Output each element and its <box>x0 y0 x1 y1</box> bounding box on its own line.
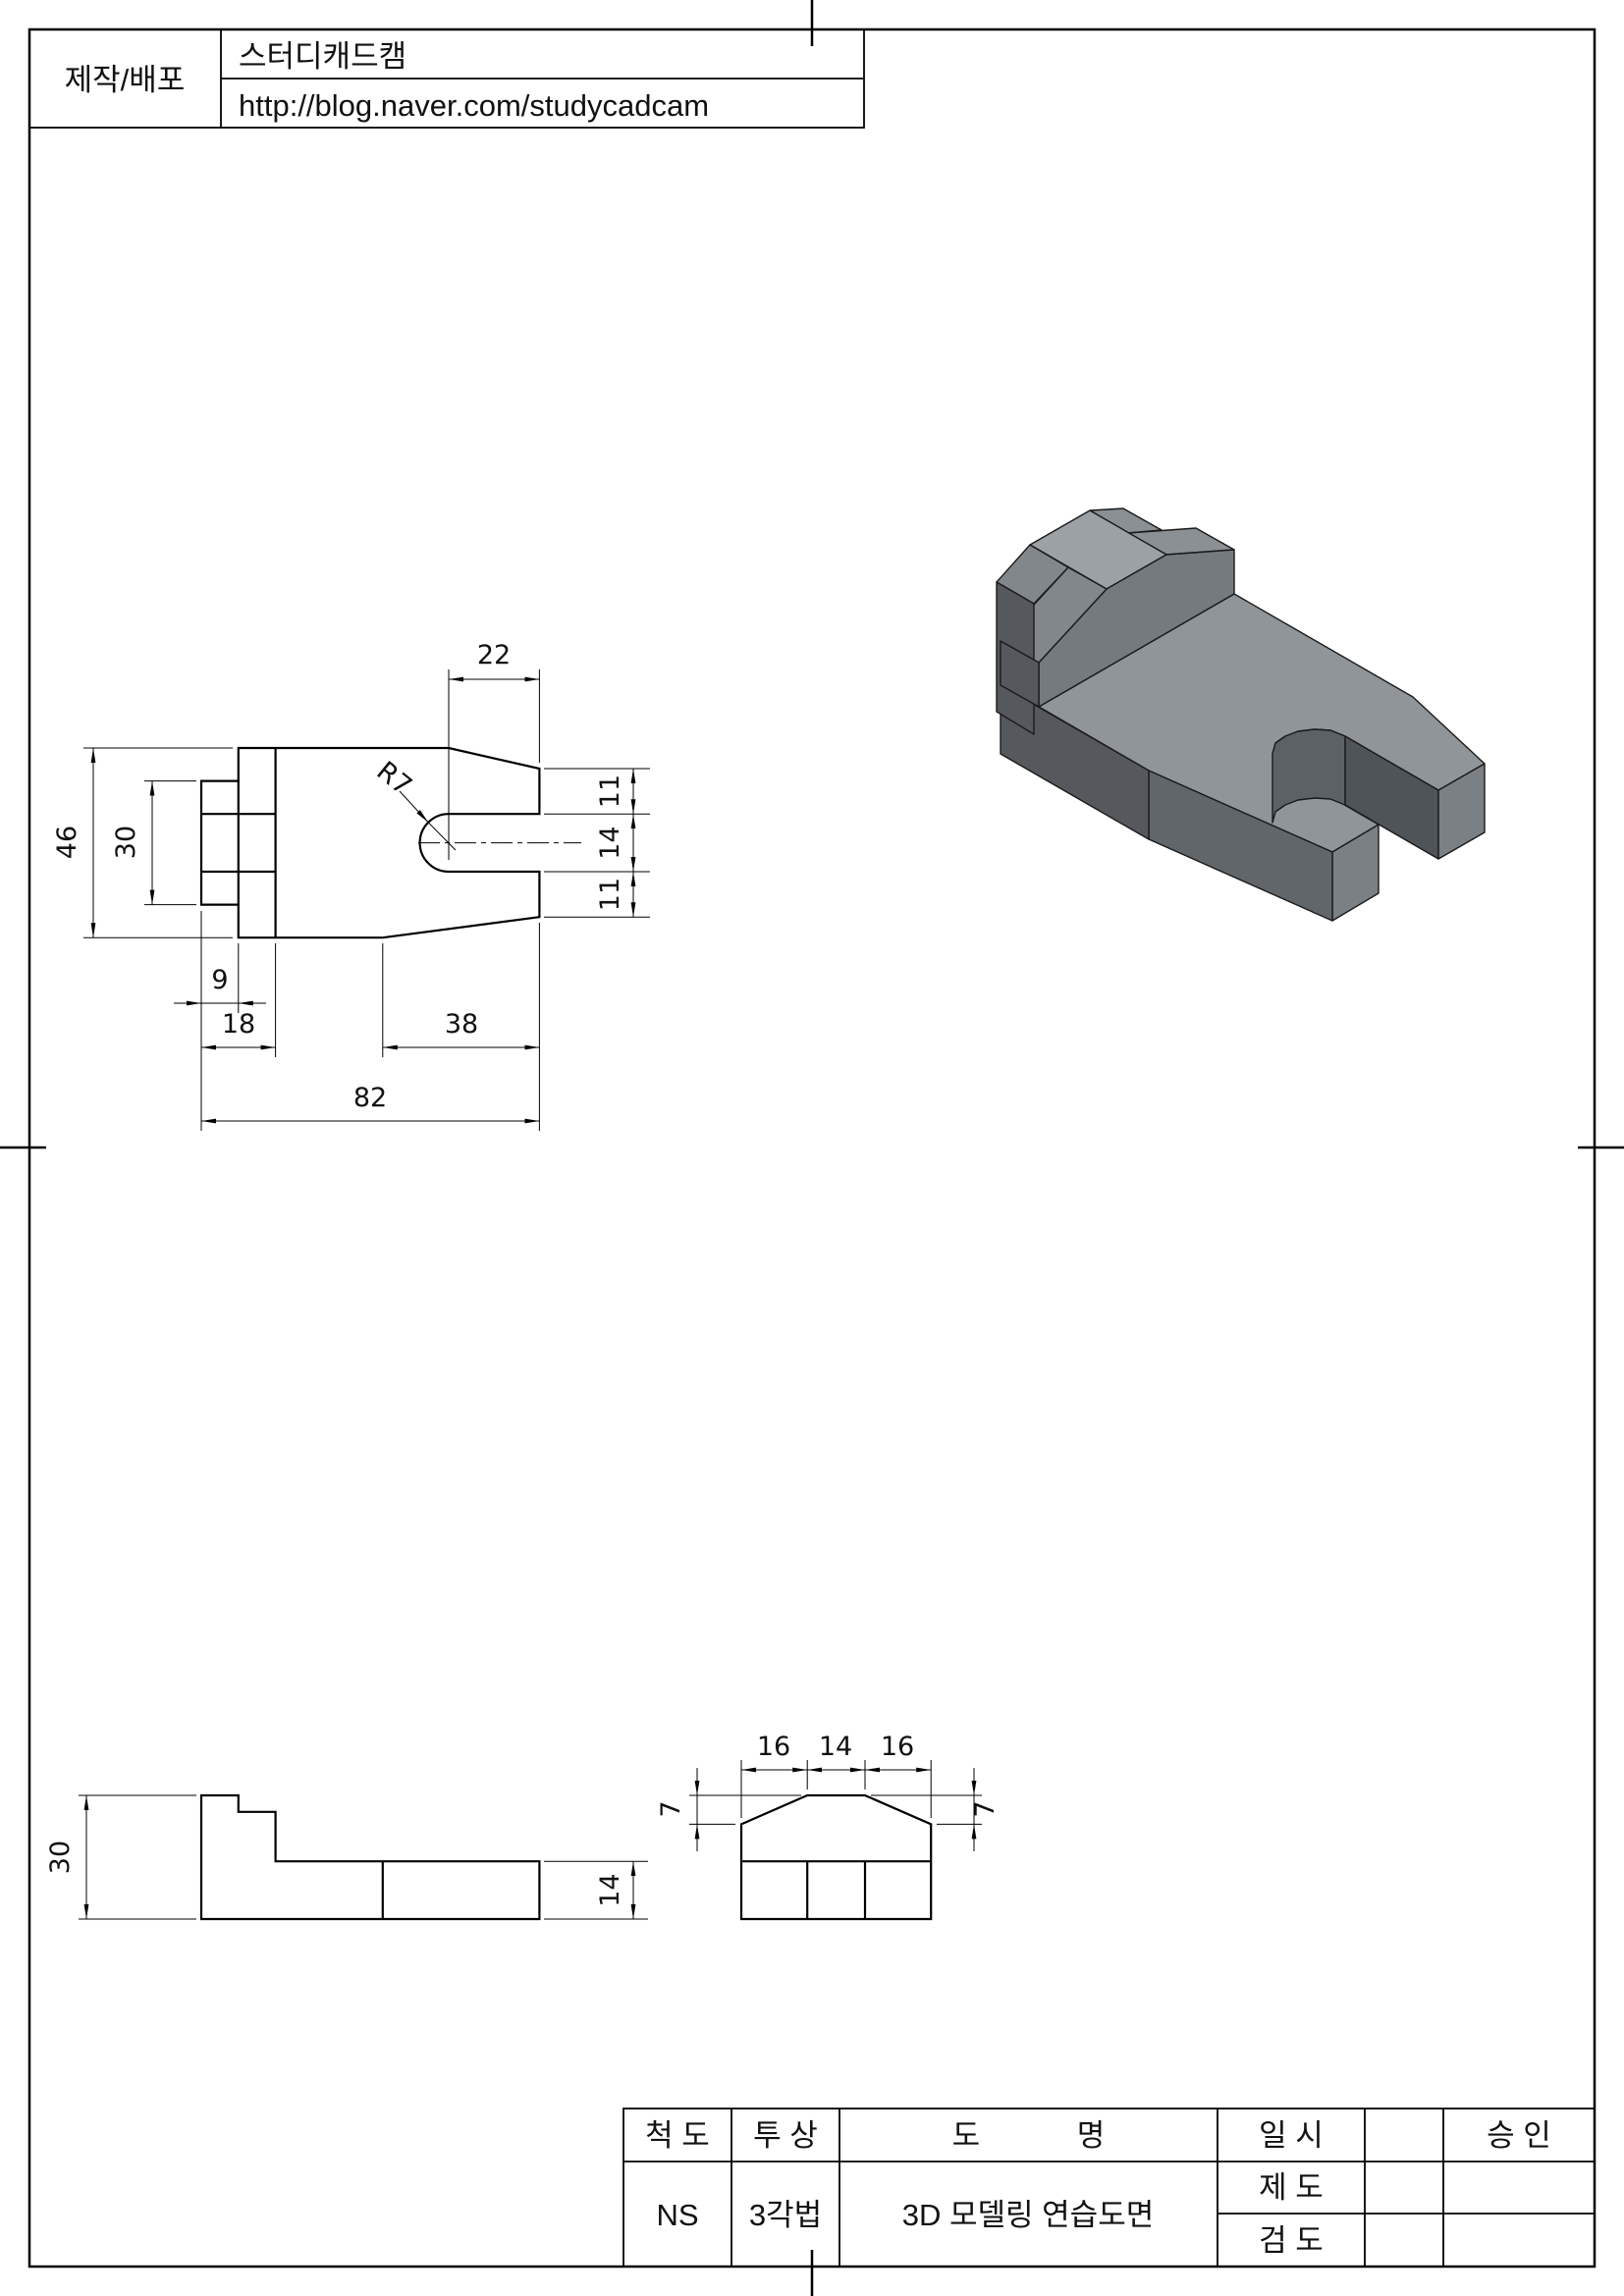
iso-block-front-face <box>1000 640 1040 708</box>
front-view <box>199 1793 541 1921</box>
front-dimensions: 30 14 <box>45 1794 648 1920</box>
isometric-view <box>996 507 1486 922</box>
projection-label: 투 상 <box>753 2118 818 2153</box>
dim-radius: R7 <box>371 756 417 802</box>
dim-front-base: 14 <box>595 1873 625 1906</box>
dim-notch: 9 <box>211 965 228 995</box>
side-view <box>739 1793 933 1921</box>
scale-label: 척 도 <box>645 2118 710 2153</box>
title-block-box <box>623 2108 1596 2268</box>
draft-label: 제 도 <box>1259 2170 1324 2205</box>
drawing-name-value: 3D 모델링 연습도면 <box>902 2198 1155 2232</box>
iso-slot-arc-wall <box>1272 728 1346 824</box>
iso-fork-end-face-1 <box>1437 763 1486 860</box>
dim-taper-length: 38 <box>445 1009 478 1040</box>
plan-view <box>199 746 581 939</box>
publisher-label: 제작/배포 <box>65 63 186 97</box>
scale-value: NS <box>656 2198 698 2232</box>
title-block: 척 도 투 상 도 명 일 시 승 인 NS 3각법 3D 모델링 연습도면 제… <box>623 2108 1596 2268</box>
check-label: 검 도 <box>1259 2223 1324 2258</box>
plan-outline <box>199 746 541 939</box>
border-rect <box>27 27 1597 2269</box>
dim-chamfer-right: 7 <box>970 1800 1001 1817</box>
dim-step-depth: 30 <box>111 826 141 859</box>
date-label: 일 시 <box>1259 2118 1324 2153</box>
publisher-title: 스터디캐드캠 <box>239 39 406 74</box>
dim-side-left: 16 <box>757 1732 790 1762</box>
side-dimensions: 16 14 16 7 7 <box>656 1732 1001 1851</box>
dim-slot-width: 14 <box>595 826 625 859</box>
dim-side-right: 16 <box>881 1732 914 1762</box>
dim-side-middle: 14 <box>819 1732 852 1762</box>
dim-block-length: 18 <box>222 1009 255 1040</box>
drawing-name-label: 도 명 <box>952 2118 1150 2153</box>
approval-label: 승 인 <box>1487 2118 1551 2153</box>
dim-chamfer-left: 7 <box>656 1800 686 1817</box>
dim-arm-bottom: 11 <box>595 878 625 911</box>
projection-value: 3각법 <box>749 2198 822 2232</box>
side-outline <box>739 1793 933 1921</box>
front-outline <box>199 1793 541 1921</box>
publisher-url: http://blog.naver.com/studycadcam <box>239 88 709 123</box>
dim-arm-top: 11 <box>595 774 625 808</box>
plan-dimensions: 22 R7 11 14 11 46 30 9 <box>52 640 650 1131</box>
publisher-block: 제작/배포 스터디캐드캠 http://blog.naver.com/study… <box>28 28 865 129</box>
dim-front-height: 30 <box>45 1841 76 1874</box>
iso-plate-front-face <box>1000 684 1150 840</box>
dim-overall-length: 82 <box>353 1083 387 1113</box>
dim-slot-depth: 22 <box>477 640 511 670</box>
dim-overall-depth: 46 <box>52 826 82 859</box>
